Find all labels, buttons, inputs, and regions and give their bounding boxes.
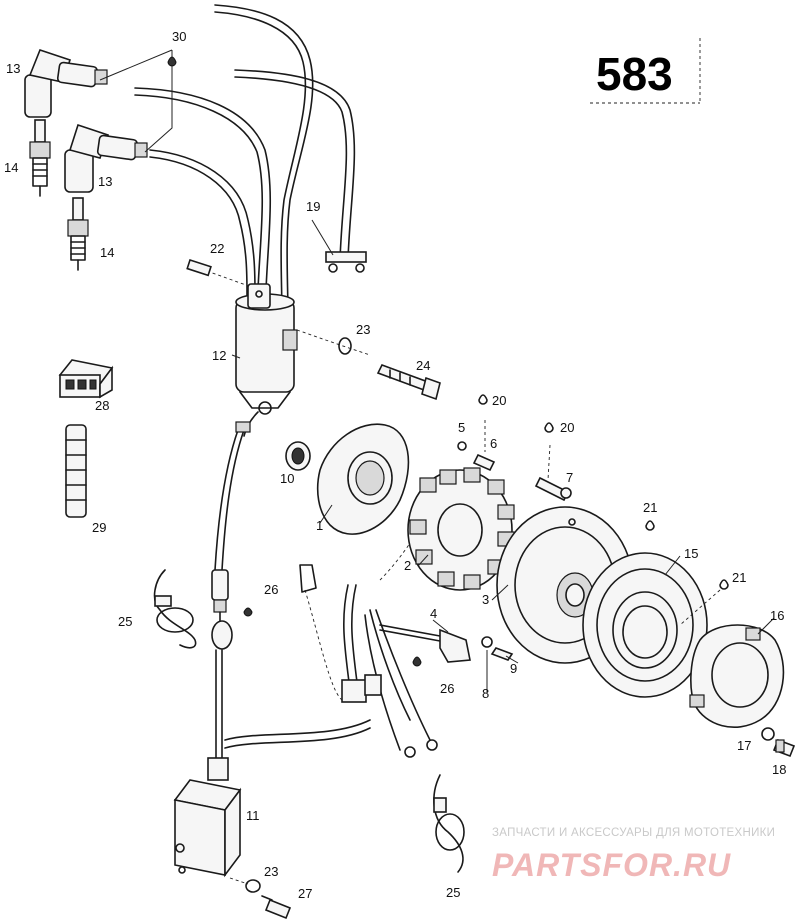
spark-plug-lower — [67, 197, 89, 271]
callout-29: 29 — [92, 520, 106, 535]
starter-pulley — [582, 552, 708, 698]
starter-cup — [689, 624, 785, 728]
callout-11: 11 — [246, 808, 260, 823]
callout-13-upper: 13 — [6, 61, 20, 76]
callout-20-a: 20 — [492, 393, 506, 408]
callout-24: 24 — [416, 358, 430, 373]
callout-26-center: 26 — [440, 681, 454, 696]
callout-labels: 30 13 13 14 14 19 22 12 23 24 28 29 20 2… — [4, 29, 786, 901]
stator-harness — [299, 509, 438, 758]
callout-9: 9 — [510, 661, 517, 676]
tie-strap-25-left — [153, 569, 197, 649]
callout-15: 15 — [684, 546, 698, 561]
watermark-tagline: ЗАПЧАСТИ И АКСЕССУАРЫ ДЛЯ МОТОТЕХНИКИ — [492, 827, 775, 839]
page-number-box: 583 — [590, 38, 701, 104]
callout-4: 4 — [430, 606, 437, 621]
watermark: ЗАПЧАСТИ И АКСЕССУАРЫ ДЛЯ МОТОТЕХНИКИ PA… — [492, 827, 775, 883]
leader-21b — [679, 589, 721, 626]
leader-lines — [231, 219, 775, 692]
callout-13-lower: 13 — [98, 174, 112, 189]
callout-25-bottom: 25 — [446, 885, 460, 900]
callout-30: 30 — [172, 29, 186, 44]
callout-23-upper: 23 — [356, 322, 370, 337]
connector-28 — [58, 359, 114, 399]
callout-27: 27 — [298, 886, 312, 901]
screw-7 — [534, 476, 572, 502]
callout-18: 18 — [772, 762, 786, 777]
trigger-coil — [379, 624, 471, 663]
screw-24 — [376, 364, 441, 401]
connector-26-center — [412, 656, 422, 667]
sleeve-29 — [65, 424, 87, 518]
spark-plug-upper — [29, 119, 51, 197]
callout-25-left: 25 — [118, 614, 132, 629]
cdi-module — [173, 757, 242, 878]
callout-21-b: 21 — [732, 570, 746, 585]
washer-23-upper — [296, 329, 371, 356]
coil-harness — [211, 421, 371, 761]
callout-1: 1 — [316, 518, 323, 533]
callout-19: 19 — [306, 199, 320, 214]
bolt-18 — [772, 738, 796, 758]
tie-strap-25-bottom — [433, 774, 465, 873]
callout-21-a: 21 — [643, 500, 657, 515]
callout-3: 3 — [482, 592, 489, 607]
callout-10: 10 — [280, 471, 294, 486]
high-tension-wires — [134, 4, 367, 321]
screw-6 — [472, 453, 496, 472]
spark-plug-cap-lower — [64, 123, 148, 193]
washer-5 — [457, 441, 467, 451]
washer-17 — [761, 727, 775, 741]
drop-20-a — [478, 394, 488, 405]
leader-20b — [547, 444, 551, 481]
callout-26-left: 26 — [264, 582, 278, 597]
callout-12: 12 — [212, 348, 226, 363]
callout-20-b: 20 — [560, 420, 574, 435]
callout-8: 8 — [482, 686, 489, 701]
callout-23-lower: 23 — [264, 864, 278, 879]
callout-2: 2 — [404, 558, 411, 573]
grommet-10 — [285, 441, 311, 471]
spark-plug-cap-upper — [24, 49, 108, 118]
connector-26-left — [243, 607, 253, 617]
callout-14-upper: 14 — [4, 160, 18, 175]
callout-5: 5 — [458, 420, 465, 435]
washer-8 — [481, 636, 493, 648]
callout-16: 16 — [770, 608, 784, 623]
callout-6: 6 — [490, 436, 497, 451]
washer-23-lower — [229, 877, 261, 893]
callout-7: 7 — [566, 470, 573, 485]
callout-28: 28 — [95, 398, 109, 413]
watermark-brand: PARTSFOR.RU — [492, 847, 731, 883]
drop-21-a — [645, 520, 655, 531]
screw-27 — [261, 895, 292, 920]
stator-plate — [316, 423, 410, 535]
callout-17: 17 — [737, 738, 751, 753]
drop-20-b — [544, 422, 554, 433]
callout-30-leaders — [99, 49, 177, 153]
ignition-coil — [235, 283, 298, 437]
callout-22: 22 — [210, 241, 224, 256]
drop-21-b — [719, 579, 729, 590]
stator-coils — [407, 467, 515, 591]
callout-14-lower: 14 — [100, 245, 114, 260]
page-number: 583 — [596, 48, 673, 100]
